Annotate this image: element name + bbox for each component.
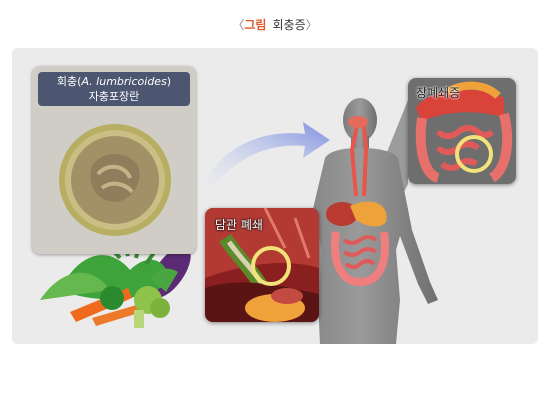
egg-caption-prefix: 회충( bbox=[56, 75, 82, 88]
digestive-tract bbox=[326, 116, 389, 287]
title-disease-name: 회충증 bbox=[272, 18, 306, 32]
title-figure-label: 그림 bbox=[244, 18, 267, 32]
bowel-obstruction-label: 장폐쇄증 bbox=[416, 86, 461, 100]
egg-caption-latin: A. lumbricoides bbox=[81, 75, 167, 88]
bile-duct-image bbox=[205, 208, 319, 322]
title-open-bracket: 〈 bbox=[232, 18, 245, 32]
bile-duct-inset: 담관 폐쇄 bbox=[205, 208, 319, 322]
bowel-obstruction-inset: 장폐쇄증 bbox=[408, 78, 516, 184]
egg-micrograph-card: 회충(A. lumbricoides) 자충포장란 bbox=[32, 66, 196, 254]
egg-caption: 회충(A. lumbricoides) 자충포장란 bbox=[38, 72, 190, 106]
curved-arrow bbox=[205, 122, 330, 188]
figure-title: 〈그림 회충증〉 bbox=[0, 16, 550, 33]
egg-caption-line2: 자충포장란 bbox=[88, 90, 140, 103]
title-close-bracket: 〉 bbox=[305, 18, 318, 32]
bowel-obstruction-image bbox=[408, 78, 516, 184]
bile-duct-label: 담관 폐쇄 bbox=[215, 218, 263, 232]
egg-caption-line1: 회충(A. lumbricoides) bbox=[38, 74, 190, 89]
egg-caption-suffix: ) bbox=[166, 75, 172, 88]
vegetables-illustration bbox=[40, 229, 191, 328]
